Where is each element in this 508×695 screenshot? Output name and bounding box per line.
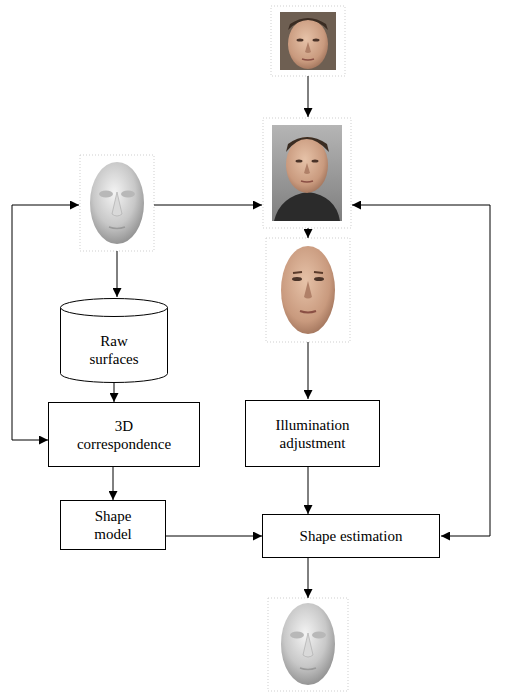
- face-surface: [90, 162, 144, 244]
- face: [288, 19, 328, 69]
- flow-arrow: [308, 228, 309, 238]
- flow-arrow: [308, 558, 309, 598]
- cylinder-body: [61, 307, 168, 382]
- eye: [313, 38, 320, 41]
- image-frame: [80, 155, 154, 251]
- flow-arrow: [166, 536, 262, 537]
- node-label: 3D correspondence: [69, 417, 179, 453]
- mouth: [109, 227, 125, 229]
- photo-ground: [272, 125, 342, 221]
- cylinder-top: [61, 298, 168, 316]
- image-frame: [268, 598, 348, 691]
- flow-arrow: [154, 205, 262, 206]
- output-shape-render: [268, 598, 348, 691]
- face: [286, 137, 328, 193]
- process-box: Shape estimation: [262, 514, 440, 558]
- eye: [296, 159, 303, 162]
- flow-arrow: [114, 383, 115, 403]
- fitted-photo: [263, 118, 351, 228]
- hair: [288, 18, 328, 30]
- database-cylinder: Raw surfaces: [60, 298, 168, 383]
- shirt: [274, 192, 340, 221]
- feedback-arrow: [12, 440, 48, 441]
- nose: [304, 281, 312, 299]
- flow-arrow: [117, 251, 118, 297]
- flow-arrow: [308, 76, 309, 117]
- eye-socket: [290, 632, 304, 639]
- mouth: [302, 59, 314, 60]
- nose: [112, 192, 122, 216]
- eye: [314, 277, 324, 281]
- eye: [297, 38, 304, 41]
- node-label: Illumination adjustment: [263, 416, 363, 452]
- image-frame: [263, 118, 351, 228]
- mouth: [300, 311, 316, 313]
- nose: [305, 42, 311, 53]
- image-frame: [266, 238, 350, 342]
- mouth: [300, 668, 316, 670]
- process-box: 3D correspondence: [48, 402, 200, 467]
- face: [281, 246, 335, 334]
- nose: [304, 163, 310, 174]
- node-label: Shape estimation: [300, 527, 403, 545]
- eye-socket: [99, 191, 113, 198]
- node-label: Raw surfaces: [79, 332, 149, 368]
- process-box: Illumination adjustment: [245, 400, 380, 467]
- eye-socket: [121, 191, 135, 198]
- eye-socket: [312, 632, 326, 639]
- flow-arrow: [113, 467, 114, 500]
- brows: [293, 272, 323, 273]
- process-box: Shape model: [60, 500, 166, 550]
- eye: [292, 277, 302, 281]
- feedback-arrow: [352, 205, 490, 206]
- photo-ground: [280, 12, 336, 70]
- eye: [312, 159, 319, 162]
- face-surface: [281, 603, 335, 685]
- hair: [286, 137, 329, 152]
- nose: [303, 633, 313, 657]
- image-frame: [271, 6, 345, 76]
- node-label: Shape model: [83, 507, 143, 543]
- flow-arrow: [308, 342, 309, 399]
- image-arrows: [12, 76, 490, 598]
- flow-arrow: [308, 467, 309, 514]
- feedback-arrow: [441, 205, 490, 536]
- cropped-face: [266, 238, 350, 342]
- mouth: [301, 181, 313, 182]
- mean-shape-render: [80, 155, 154, 251]
- input-photo: [271, 6, 345, 76]
